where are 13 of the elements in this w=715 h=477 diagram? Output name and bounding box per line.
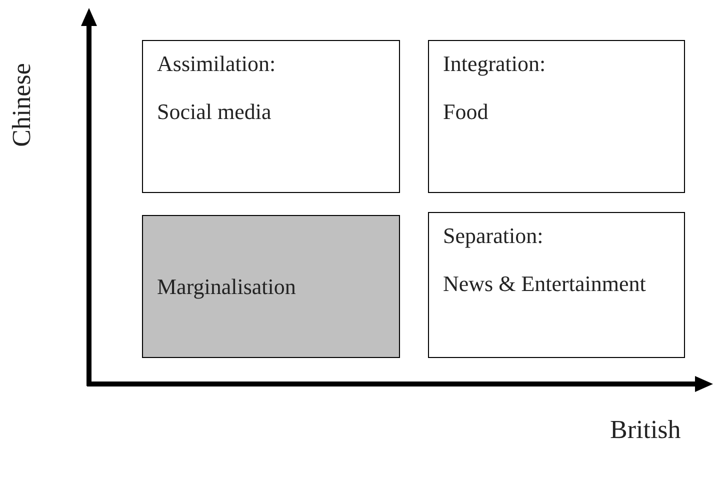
quadrant-box (142, 215, 400, 358)
horizontal-axis-label: British (610, 415, 681, 445)
quadrant-heading: Separation: (443, 223, 544, 249)
quadrant-box (428, 40, 685, 193)
quadrant-text: Food (443, 99, 490, 125)
quadrant-text: Marginalisation (157, 274, 296, 300)
quadrant-box (428, 212, 685, 358)
quadrant-text: News & Entertainment (443, 271, 647, 297)
vertical-axis-label: Chinese (6, 63, 37, 147)
quadrant-text: Social media (157, 99, 272, 125)
quadrant-heading: Integration: (443, 51, 547, 77)
quadrant-box (142, 40, 400, 193)
quadrant-heading: Assimilation: (157, 51, 277, 77)
